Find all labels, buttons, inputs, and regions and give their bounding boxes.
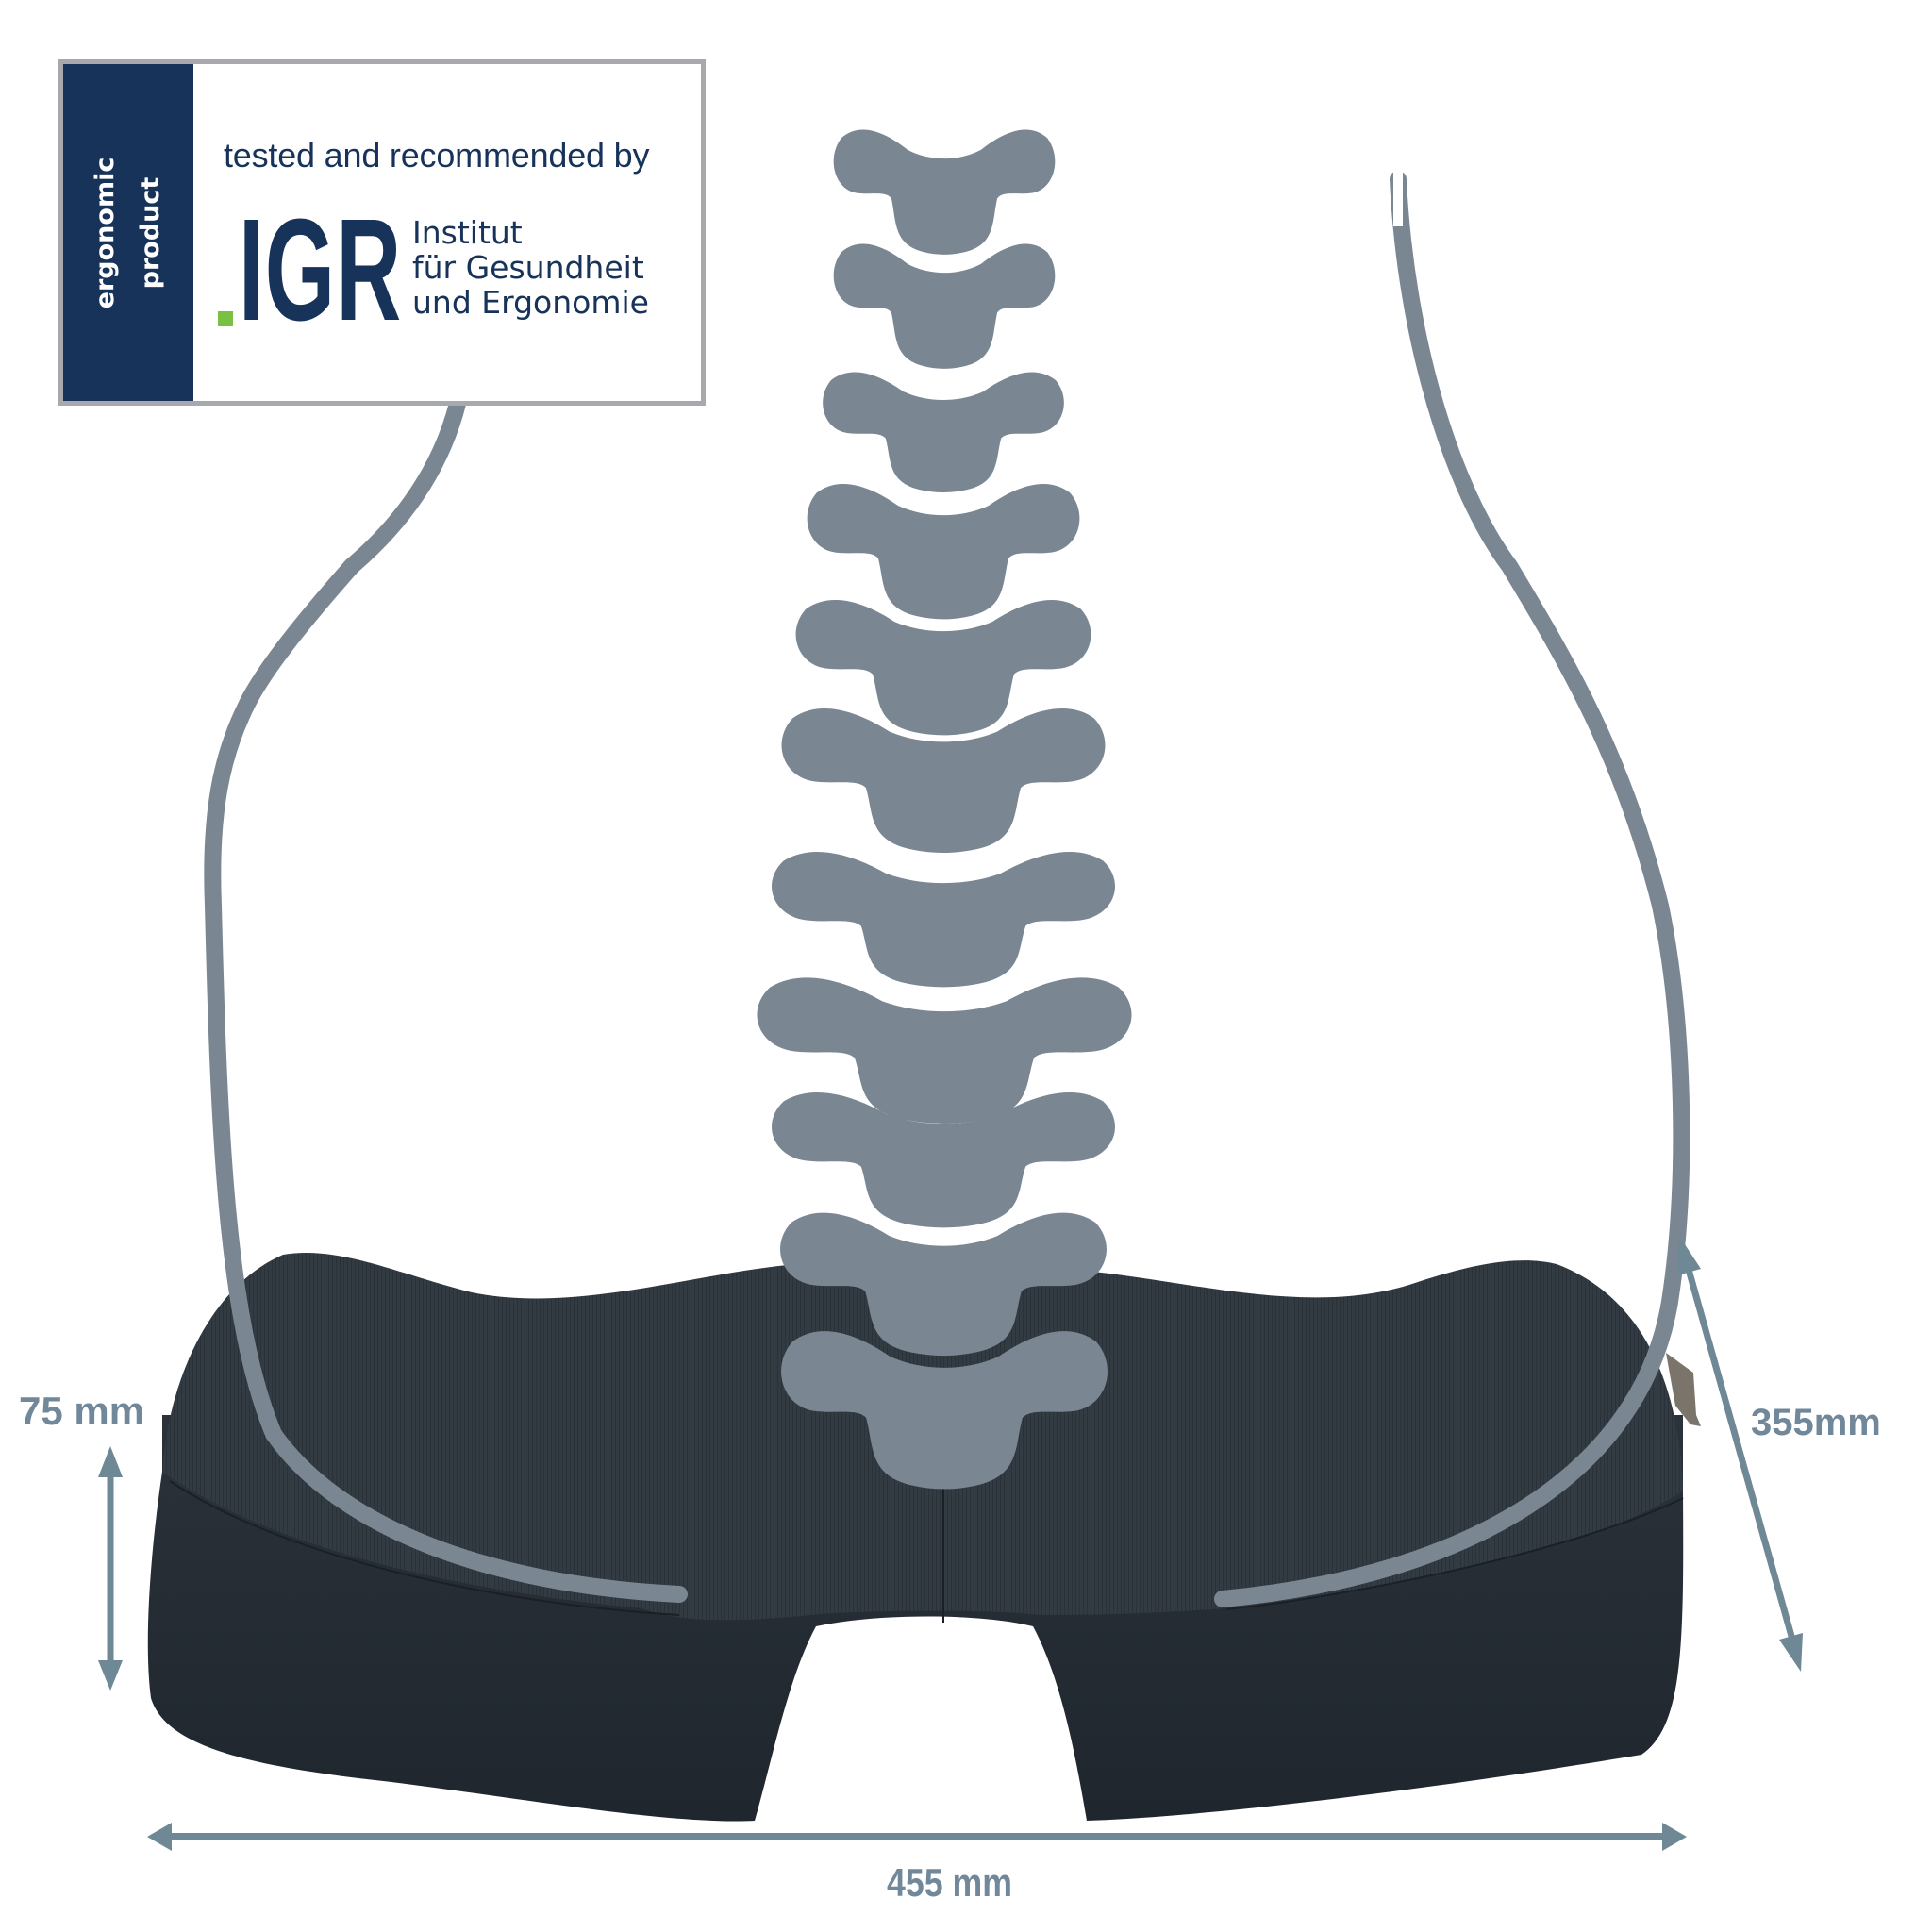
institute-name-line2: für Gesundheit bbox=[412, 249, 644, 286]
left-hip-outline bbox=[204, 383, 688, 1603]
badge-side-bar: ergonomic product bbox=[63, 64, 193, 401]
vertebra-icon bbox=[823, 372, 1064, 492]
vertebra-icon bbox=[781, 708, 1106, 853]
height-arrow-icon bbox=[98, 1446, 123, 1690]
vertebra-icon bbox=[772, 1091, 1115, 1228]
right-hip-outline bbox=[1214, 171, 1690, 1607]
depth-arrow-icon bbox=[1677, 1236, 1803, 1672]
vertebra-icon bbox=[781, 1331, 1108, 1490]
igr-certification-badge: ergonomic product tested and recommended… bbox=[58, 59, 706, 406]
institute-name: Institut für Gesundheit und Ergonomie bbox=[412, 215, 649, 320]
institute-name-line1: Institut bbox=[412, 214, 523, 251]
vertebra-icon bbox=[807, 483, 1080, 620]
vertebra-icon bbox=[833, 129, 1056, 255]
depth-dimension-label: 355mm bbox=[1751, 1402, 1881, 1443]
spine bbox=[757, 129, 1132, 1490]
height-dimension-label: 75 mm bbox=[19, 1389, 145, 1433]
vertebra-icon bbox=[757, 977, 1132, 1124]
badge-side-label-line1: ergonomic bbox=[91, 157, 120, 308]
vertebra-icon bbox=[833, 243, 1056, 369]
igr-logo: IGR bbox=[239, 189, 403, 351]
vertebra-icon bbox=[780, 1212, 1107, 1357]
vertebra-icon bbox=[772, 851, 1115, 988]
badge-side-label: ergonomic product bbox=[83, 157, 174, 308]
width-dimension-label: 455 mm bbox=[887, 1860, 1012, 1905]
igr-logo-dot-icon bbox=[218, 311, 233, 326]
width-arrow-icon bbox=[147, 1823, 1687, 1851]
badge-tagline: tested and recommended by bbox=[224, 136, 650, 175]
institute-name-line3: und Ergonomie bbox=[412, 284, 649, 321]
vertebra-icon bbox=[795, 599, 1091, 736]
badge-side-label-line2: product bbox=[136, 176, 165, 289]
cushion-label-tag bbox=[1666, 1353, 1701, 1426]
